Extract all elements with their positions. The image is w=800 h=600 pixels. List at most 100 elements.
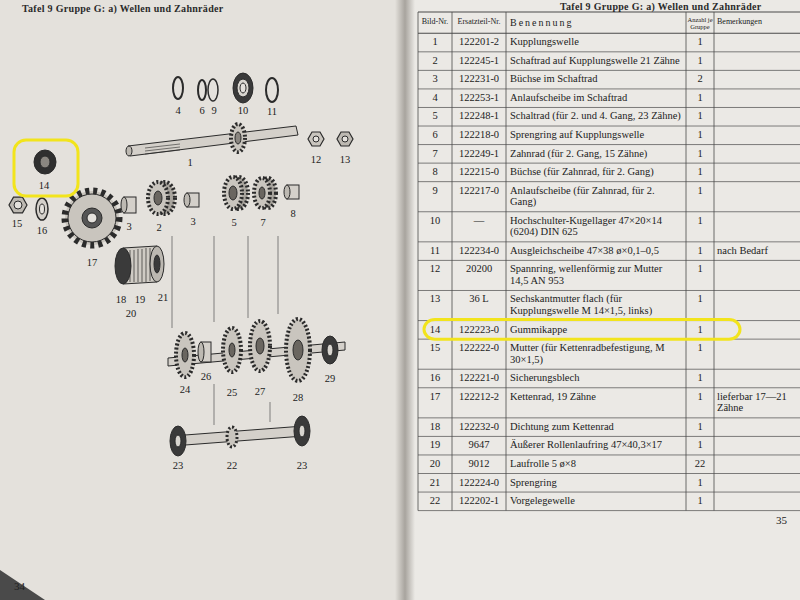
page-number: 35	[776, 514, 787, 526]
table-rule	[452, 12, 453, 511]
table-rule	[418, 181, 800, 182]
chain-sprocket	[82, 208, 102, 228]
table-cell: 1	[419, 36, 451, 48]
ball-bearing	[294, 416, 310, 446]
table-cell: 122231-0	[454, 73, 504, 85]
thrust-washer	[173, 77, 183, 99]
callout-number: 1	[187, 158, 192, 169]
table-cell: 122224-0	[454, 477, 504, 489]
table-cell: 1	[687, 495, 713, 507]
table-cell: 13	[419, 293, 451, 305]
callout-number: 26	[201, 372, 212, 383]
table-cell: 14	[419, 324, 451, 336]
table-cell: 16	[419, 372, 451, 384]
table-cell: 1	[687, 372, 713, 384]
table-rule	[418, 88, 800, 89]
rubber-cap	[40, 156, 50, 168]
table-cell: 20200	[454, 263, 504, 275]
gear	[256, 338, 264, 354]
table-rule	[418, 369, 800, 370]
callout-number: 28	[293, 393, 304, 404]
table-cell: 1	[687, 185, 713, 197]
hex-nut	[14, 201, 22, 209]
callout-number: 6	[199, 106, 204, 117]
guide-line	[172, 236, 278, 425]
ball-bearing	[299, 425, 305, 437]
callout-number: 19	[135, 295, 146, 306]
table-cell: 2	[687, 73, 713, 85]
table-cell: 1	[687, 148, 713, 160]
table-rule	[418, 260, 800, 261]
table-cell: 1	[687, 55, 713, 67]
book-gutter	[395, 0, 415, 600]
table-cell: 122217-0	[454, 185, 504, 197]
table-rule	[418, 241, 800, 242]
table-cell: 122249-1	[454, 148, 504, 160]
callout-number: 23	[297, 461, 308, 472]
callout-number: 15	[12, 219, 23, 230]
table-rule	[418, 163, 800, 164]
table-rule	[418, 33, 800, 34]
table-cell: Äußerer Rollenlaufring 47×40,3×17	[510, 439, 682, 451]
gear	[229, 343, 235, 357]
bearing	[327, 344, 333, 356]
table-cell: 9	[419, 185, 451, 197]
gear	[176, 333, 194, 377]
table-cell: 11	[419, 245, 451, 257]
table-cell: Ausgleichscheibe 47×38 ø×0,1–0,5	[510, 245, 682, 257]
table-cell: 1	[687, 342, 713, 354]
table-cell: 122221-0	[454, 372, 504, 384]
callout-number: 7	[260, 218, 265, 229]
left-page	[0, 0, 405, 600]
table-rule	[686, 12, 687, 511]
clutch-shaft	[126, 146, 132, 156]
callout-number: 11	[267, 107, 277, 118]
callout-number: 14	[39, 181, 50, 192]
bushing	[184, 193, 190, 207]
table-cell: Anlaufscheibe (für Zahnrad, für 2. Gang)	[510, 185, 682, 208]
table-cell: 1	[687, 263, 713, 275]
table-cell: 12	[419, 263, 451, 275]
table-cell: 6	[419, 129, 451, 141]
lock-washer	[40, 204, 45, 214]
table-cell: Schaftrad auf Kupplungswelle 21 Zähne	[510, 55, 682, 67]
table-rule	[418, 144, 800, 145]
table-cell: Dichtung zum Kettenrad	[510, 421, 682, 433]
table-rule	[418, 510, 800, 511]
callout-number: 20	[126, 309, 137, 320]
table-cell: Büchse im Schaftrad	[510, 73, 682, 85]
gear	[148, 182, 168, 214]
table-cell: 122223-0	[454, 324, 504, 336]
table-rule	[418, 387, 800, 388]
table-cell: Schaltrad (für 2. und 4. Gang, 23 Zähne)	[510, 110, 682, 122]
table-cell: Sprengring	[510, 477, 682, 489]
table-cell: 1	[687, 215, 713, 227]
callout-number: 2	[156, 223, 161, 234]
table-cell: 1	[687, 129, 713, 141]
table-cell: Spannring, wellenförmig zur Mutter 14,5 …	[510, 263, 682, 286]
table-header: Bemerkungen	[717, 18, 797, 27]
highlight-marker	[424, 320, 740, 340]
right-page	[405, 0, 800, 600]
table-cell: 1	[687, 324, 713, 336]
table-cell: 22	[419, 495, 451, 507]
ball-bearing	[170, 426, 186, 456]
table-cell: Laufrolle 5 ø×8	[510, 458, 682, 470]
lock-washer	[36, 198, 48, 220]
roller-bearing	[150, 246, 164, 282]
table-rule	[418, 70, 800, 71]
table-cell: 9647	[454, 439, 504, 451]
table-cell: Anlaufscheibe im Schaftrad	[510, 92, 682, 104]
callout-number: 10	[238, 106, 249, 117]
snap-ring	[198, 80, 206, 100]
table-cell: 18	[419, 421, 451, 433]
table-cell: 122222-0	[454, 342, 504, 354]
page-header: Tafel 9 Gruppe G: a) Wellen und Zahnräde…	[560, 1, 762, 12]
table-cell: 20	[419, 458, 451, 470]
callout-number: 8	[290, 209, 295, 220]
callout-number: 3	[190, 217, 195, 228]
table-cell: Mutter (für Kettenradbefestigung, M 30×1…	[510, 342, 682, 365]
table-cell: 21	[419, 477, 451, 489]
bushing	[121, 197, 127, 213]
bushing	[284, 185, 290, 199]
